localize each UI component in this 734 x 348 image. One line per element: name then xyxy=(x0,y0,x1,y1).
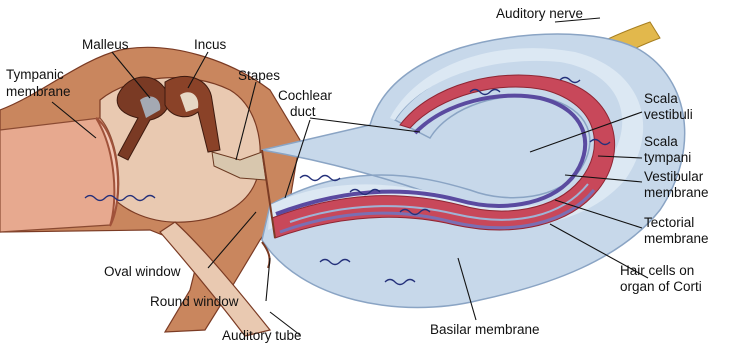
label-auditory-tube: Auditory tube xyxy=(222,328,302,343)
label-scala-tympani-1: Scala xyxy=(644,134,678,149)
label-scala-vestibuli-2: vestibuli xyxy=(644,107,693,122)
label-vestibular-1: Vestibular xyxy=(644,169,704,184)
label-cochlear-1: Cochlear xyxy=(278,88,333,103)
label-scala-tympani-2: tympani xyxy=(644,150,691,165)
label-round-window: Round window xyxy=(150,294,239,309)
label-vestibular-2: membrane xyxy=(644,185,709,200)
label-tympanic-2: membrane xyxy=(6,84,71,99)
label-auditory-nerve: Auditory nerve xyxy=(496,6,583,21)
label-malleus: Malleus xyxy=(82,37,129,52)
label-tectorial-2: membrane xyxy=(644,231,709,246)
label-tectorial-1: Tectorial xyxy=(644,215,694,230)
sound-wave xyxy=(300,176,340,181)
label-hair-cells-1: Hair cells on xyxy=(620,263,694,278)
label-tympanic-1: Tympanic xyxy=(6,67,64,82)
label-stapes: Stapes xyxy=(238,68,280,83)
ear-canal xyxy=(0,118,119,232)
label-oval-window: Oval window xyxy=(104,264,181,279)
leader-round-window xyxy=(266,258,270,301)
label-scala-vestibuli-1: Scala xyxy=(644,91,678,106)
label-basilar-membrane: Basilar membrane xyxy=(430,322,540,337)
label-incus: Incus xyxy=(194,37,227,52)
label-cochlear-2: duct xyxy=(290,104,316,119)
label-hair-cells-2: organ of Corti xyxy=(620,279,702,294)
